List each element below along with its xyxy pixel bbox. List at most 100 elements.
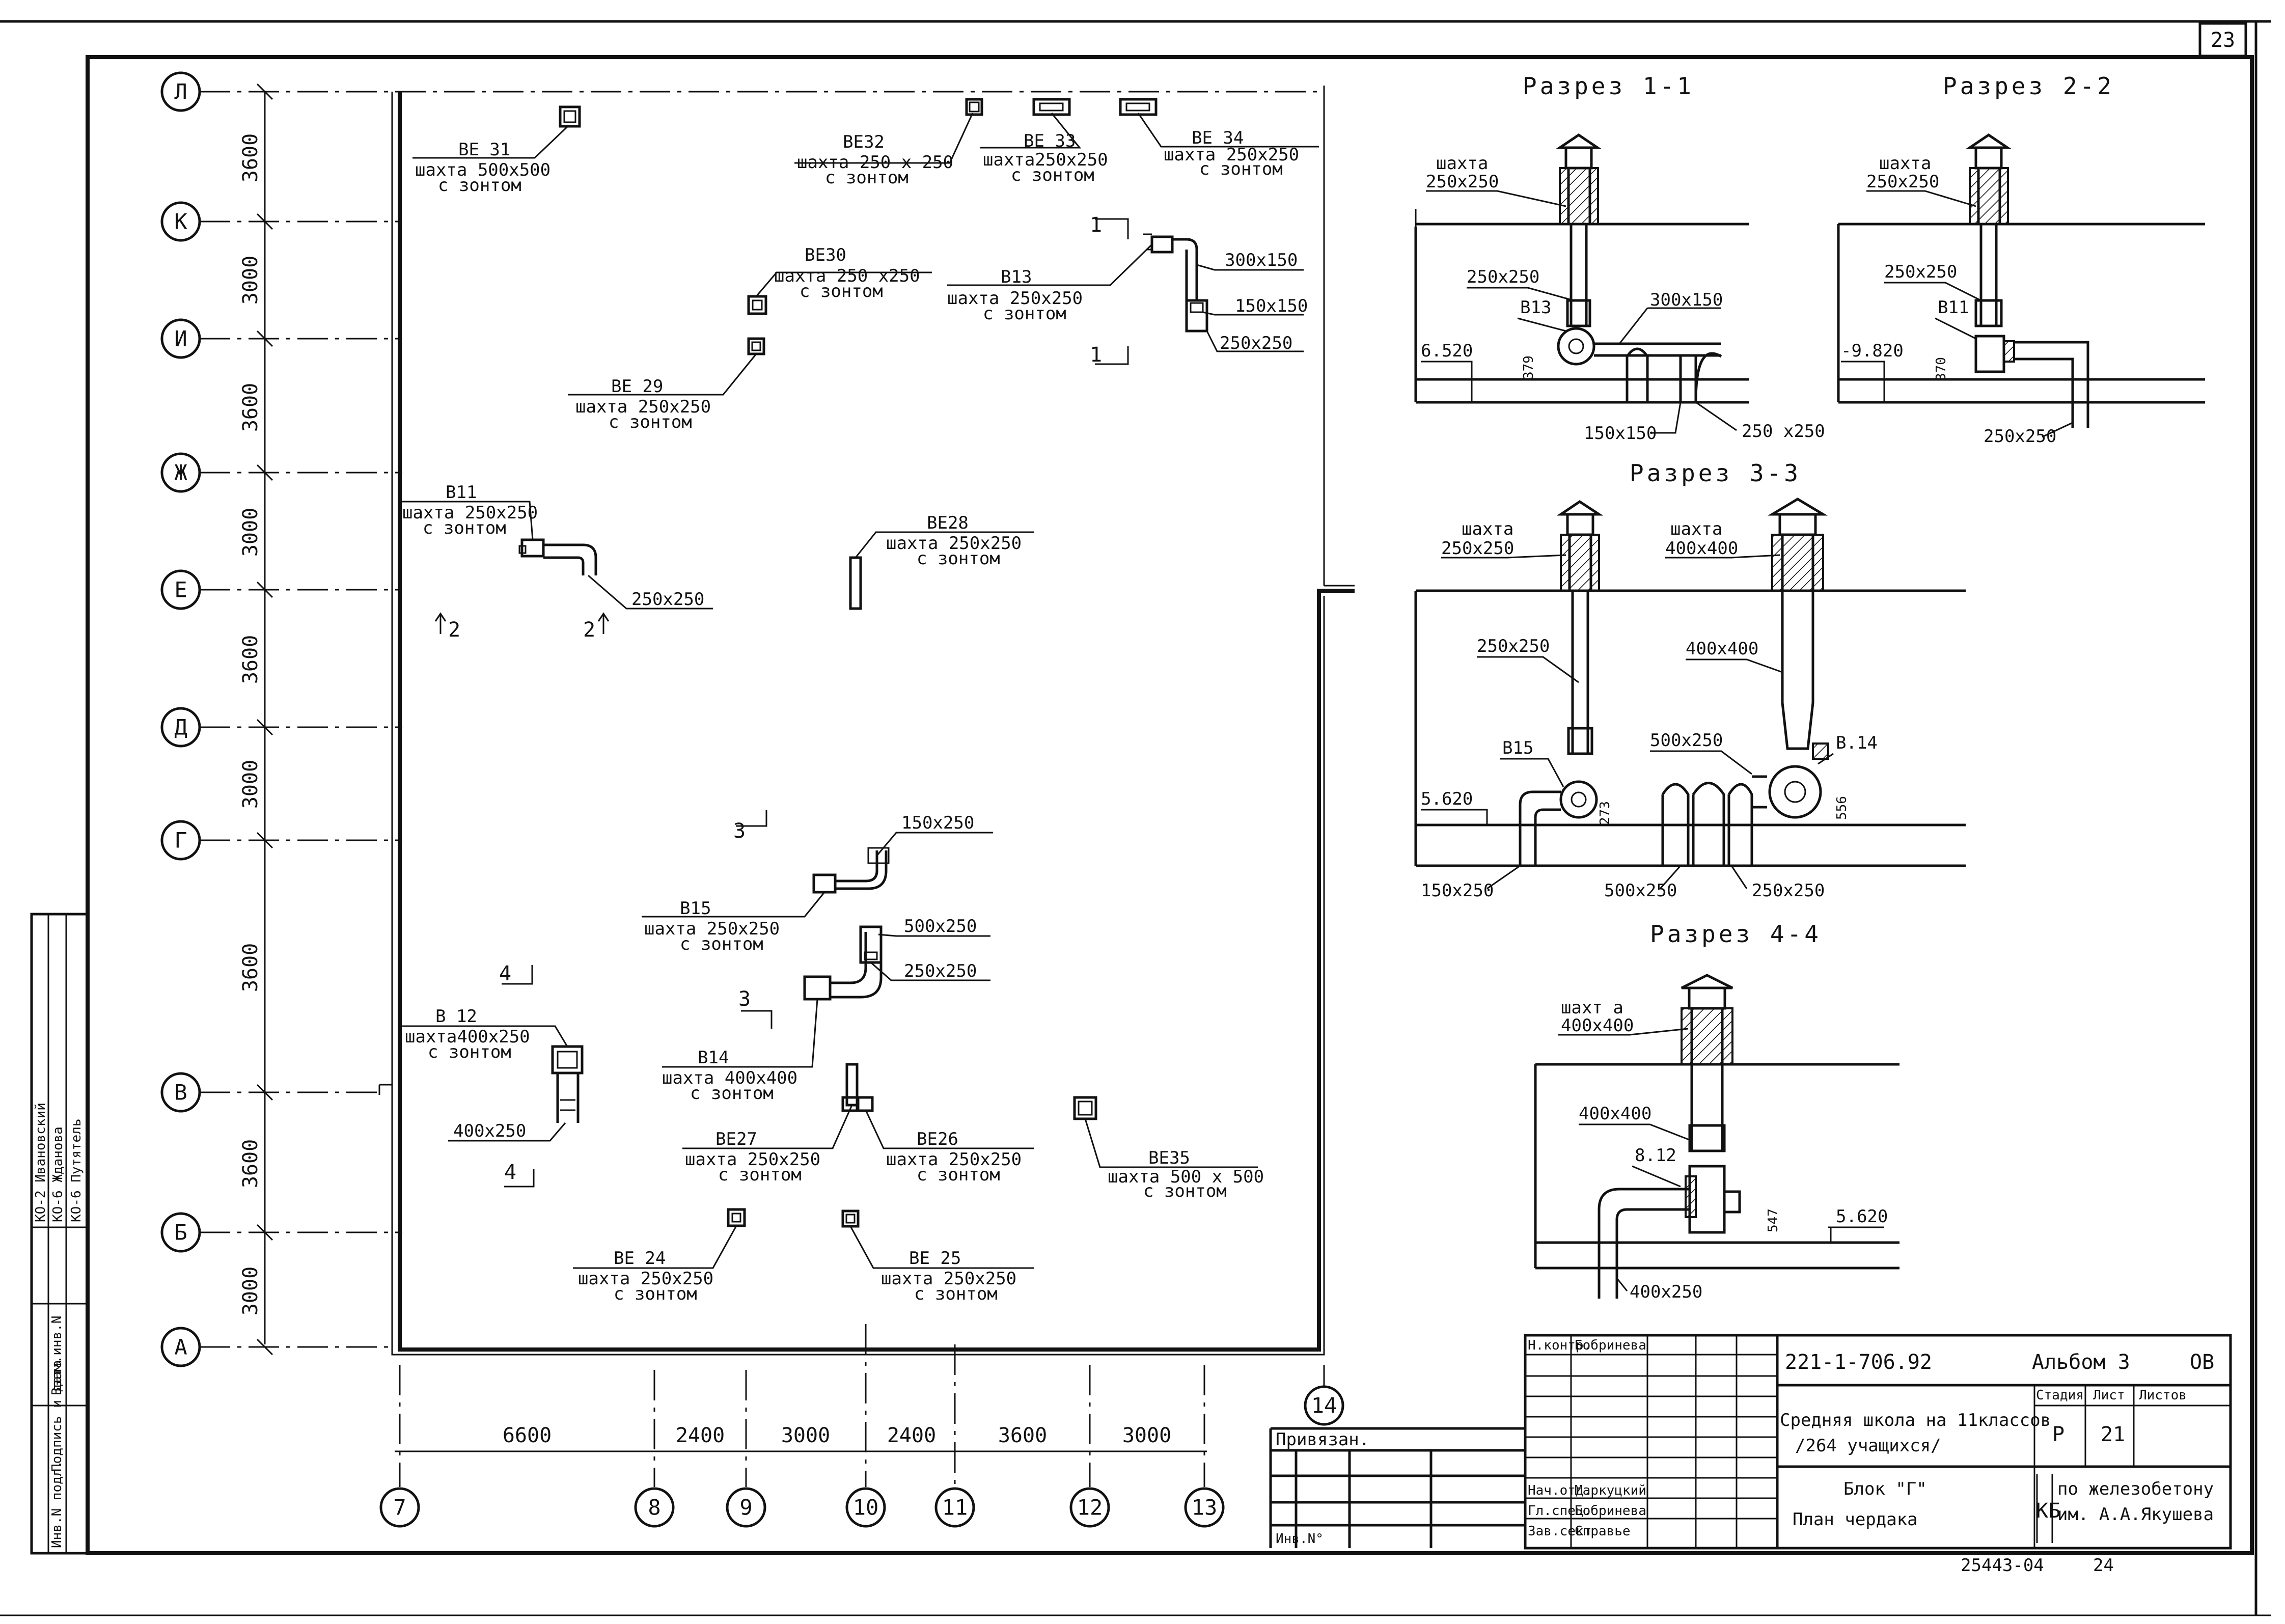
label-note: с зонтом — [690, 1083, 774, 1104]
cut-mark: 1 — [1090, 343, 1102, 367]
label-shaft: шахта 250х250 — [685, 1149, 820, 1170]
doc-code: 221-1-706.92 — [1785, 1351, 1932, 1374]
label-title: ВЕ 24 — [614, 1248, 666, 1269]
vzam-label: Взам.инв.N — [49, 1315, 65, 1395]
row-axis-zh: Ж — [160, 452, 402, 493]
cut-mark: 2 — [448, 618, 460, 642]
duct-size: 300х150 — [1650, 290, 1723, 310]
section-1-1: Разрез 1-1 шахта 250х250 250х250 В13 300… — [1414, 72, 1825, 444]
level: 6.520 — [1421, 341, 1473, 361]
duct-size: 150х250 — [1421, 880, 1494, 901]
col-axis-label: 12 — [1077, 1495, 1103, 1520]
sheet-frame: 23 — [0, 20, 2271, 1616]
row-axis-e: Е — [160, 569, 402, 610]
label-title: В14 — [698, 1048, 729, 1068]
label-note: с зонтом — [800, 281, 883, 301]
label-shaft: шахта 250 х 250 — [797, 152, 953, 173]
duct-size: 250х250 — [1477, 636, 1550, 656]
col-axis-label: 11 — [942, 1495, 968, 1520]
duct-size: 250х250 — [1884, 262, 1957, 282]
dim: 556 — [1834, 796, 1850, 820]
gl-spec-label: Гл.спец. — [1528, 1503, 1591, 1519]
row-axis-a: А — [160, 1327, 392, 1367]
dim: 273 — [1598, 801, 1613, 825]
project-name-2: /264 учащихся/ — [1795, 1436, 1941, 1456]
label-shaft: шахта 400х400 — [662, 1068, 797, 1088]
shaft-label: шахта — [1462, 519, 1513, 539]
dim: 547 — [1766, 1208, 1781, 1232]
cut-mark: 4 — [504, 1161, 516, 1184]
label-title: В13 — [1001, 267, 1032, 287]
duct-size: 250 х250 — [1742, 421, 1825, 442]
duct-size: 400х400 — [1686, 639, 1758, 659]
row-dim: 3000 — [239, 760, 262, 809]
col-dim: 6600 — [503, 1424, 552, 1447]
attic-plan: Л К И Ж Е Д Г В — [160, 71, 1355, 1528]
col-dim: 3000 — [781, 1424, 830, 1447]
label-shaft: шахта 250х250 — [947, 288, 1083, 309]
stamp-row-2: КО-6 Жданова — [50, 1126, 66, 1222]
row-axis-v: В — [160, 1072, 379, 1113]
axis-label: В — [174, 1080, 187, 1105]
level: 5.620 — [1421, 789, 1473, 809]
plan-ducts — [518, 233, 1208, 1123]
section-title: Разрез 2-2 — [1943, 72, 2114, 100]
fan-label: В.14 — [1836, 733, 1878, 753]
cut-mark: 1 — [1090, 213, 1102, 237]
col-axes: 7 8 9 10 11 12 13 14 — [379, 1324, 1344, 1528]
duct-size: 400х250 — [453, 1121, 526, 1141]
col-axis-label: 8 — [648, 1495, 660, 1520]
plan-duct-sizes: 300х150 150х150 250х250 250х250 150х250 … — [453, 250, 1308, 1141]
shaft-size: 250х250 — [1426, 172, 1499, 192]
label-title: ВЕ 25 — [909, 1248, 961, 1269]
label-note: с зонтом — [680, 934, 763, 954]
label-shaft: шахта 500 х 500 — [1108, 1167, 1264, 1187]
building-outline — [398, 92, 1355, 1352]
duct-size: 300х150 — [1225, 250, 1298, 270]
label-shaft: шахта 250х250 — [578, 1269, 713, 1289]
inv-no-label: Инв.N° — [1276, 1531, 1324, 1547]
label-shaft: шахта 500х500 — [415, 160, 550, 180]
shaft-size: 250х250 — [1866, 172, 1939, 192]
fan-label: 8.12 — [1635, 1145, 1676, 1166]
zav-sekt-label: Зав.сект — [1528, 1524, 1591, 1539]
duct-size: 250х250 — [904, 961, 977, 981]
label-title: ВЕ26 — [917, 1129, 958, 1149]
label-shaft: шахта 250х250 — [886, 533, 1022, 554]
sheet-number: 23 — [2211, 29, 2235, 52]
stamp-row-1: КО-2 Ивановский — [33, 1103, 48, 1222]
label-note: с зонтом — [825, 168, 909, 188]
label-note: с зонтом — [917, 548, 1000, 569]
n-kontr-name: Бобринева — [1575, 1338, 1646, 1353]
duct-size: 250х250 — [1752, 880, 1825, 901]
row-axis-g: Г — [160, 820, 402, 861]
fan-label: В13 — [1520, 297, 1551, 318]
cut-markers: 1 1 2 2 3 3 4 4 — [434, 213, 1129, 1188]
axis-label: И — [174, 326, 187, 351]
section-title: Разрез 1-1 — [1523, 72, 1694, 100]
label-title: ВЕ 34 — [1192, 128, 1244, 148]
section-3-3: Разрез 3-3 шахта 250х250 шахта 400х400 2… — [1414, 459, 1966, 901]
row-dim: 3600 — [239, 133, 262, 182]
duct-size: 250х250 — [1220, 333, 1292, 353]
row-dim: 3000 — [239, 1267, 262, 1315]
shaft-label: шахта — [1879, 153, 1931, 174]
label-shaft: шахта 250х250 — [1164, 145, 1299, 165]
col-dim: 3600 — [998, 1424, 1047, 1447]
dim: 379 — [1521, 355, 1536, 379]
row-axis-k: К — [160, 201, 402, 242]
org-name-2: им. А.А.Якушева — [2057, 1504, 2214, 1525]
level: 5.620 — [1836, 1206, 1888, 1227]
shaft-label: шахта — [1670, 519, 1722, 539]
archive-page: 24 — [2093, 1555, 2114, 1576]
album: Альбом 3 — [2032, 1351, 2130, 1374]
row-axis-b: Б — [160, 1212, 402, 1253]
label-note: с зонтом — [1011, 165, 1094, 185]
label-title: ВЕ32 — [843, 132, 885, 152]
